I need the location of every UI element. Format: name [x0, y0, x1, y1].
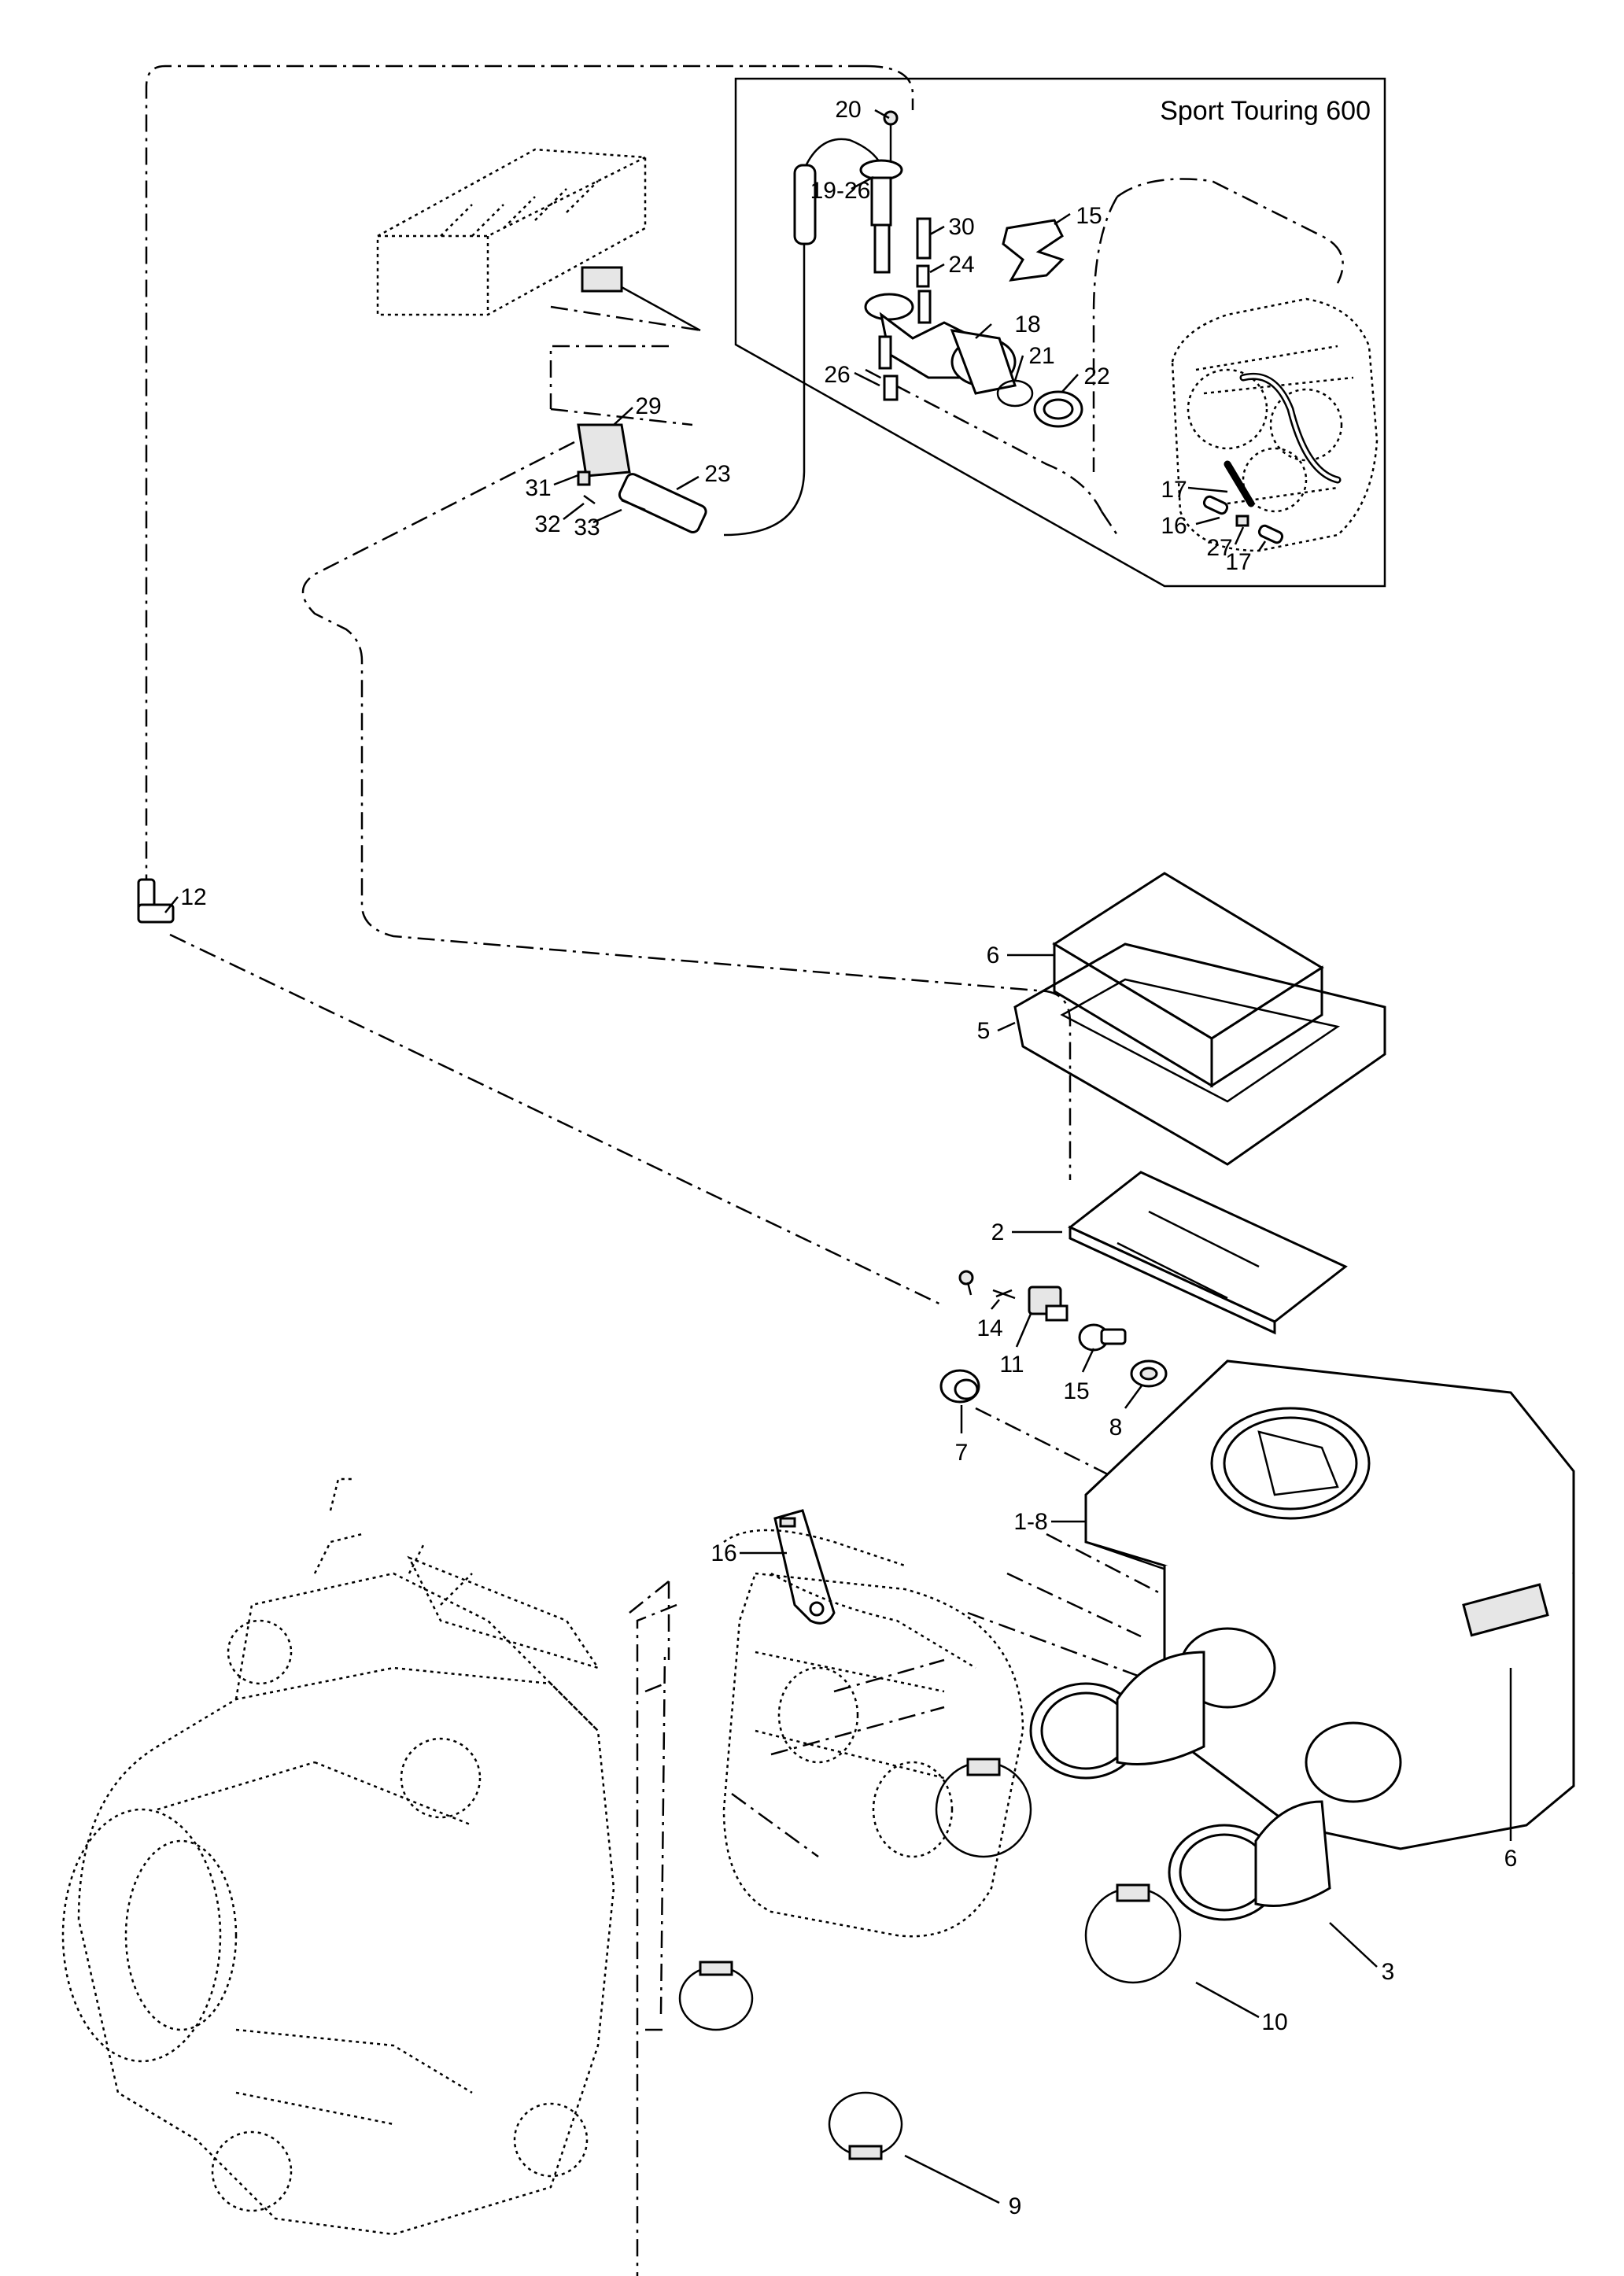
clamp-9-lower [828, 2091, 903, 2160]
callout-12: 12 [180, 884, 206, 910]
inset-title: Sport Touring 600 [1160, 96, 1371, 126]
airbox-label-6 [1462, 1583, 1549, 1637]
callout-32: 33 [574, 515, 600, 540]
callout-16: 16 [710, 1540, 736, 1566]
callout-8: 8 [1109, 1415, 1123, 1440]
callout-17a: 16 [1161, 513, 1187, 539]
clamp-10-upper [935, 1758, 1032, 1858]
solenoid-20 [618, 473, 707, 533]
clamp-10-lower [1084, 1883, 1182, 1984]
sensor-11 [1028, 1286, 1069, 1322]
inset-border [734, 77, 1386, 588]
callout-14: 15 [1076, 203, 1102, 229]
boot-3-upper [1029, 1651, 1205, 1780]
callout-1-8: 1-8 [1013, 1509, 1047, 1535]
callout-7: 7 [955, 1440, 969, 1466]
filter-5 [1052, 872, 1324, 1088]
clip-30 [577, 470, 591, 486]
boot-3-lower [1168, 1800, 1331, 1921]
callout-26: 26 [824, 362, 850, 388]
inset-panel: Sport Touring 600 [734, 77, 1386, 588]
nut-33 [958, 1270, 974, 1286]
inset-engine [1171, 297, 1379, 552]
strap-16 [773, 1509, 836, 1625]
callout-10: 10 [1261, 2009, 1287, 2035]
callout-21: 19-26 [810, 178, 871, 204]
guide-lines [145, 65, 1344, 2276]
callout-18: 17 [1161, 477, 1187, 503]
cap-24 [1033, 390, 1083, 428]
callout-24: 22 [1083, 363, 1109, 389]
callout-9: 9 [1009, 2193, 1022, 2219]
callout-15: 15 [1063, 1378, 1089, 1404]
leader-lines [164, 109, 1512, 2204]
valve-assembly-19-26 [864, 290, 1017, 395]
callout-29: 29 [635, 393, 661, 419]
callout-13: 14 [976, 1315, 1002, 1341]
inset-hose-17a [1202, 495, 1229, 515]
carburetors-ghost [722, 1529, 1024, 1938]
callout-2: 2 [991, 1219, 1005, 1245]
airbox-1-8 [1084, 1359, 1575, 1850]
screw-22 [883, 110, 899, 165]
cable-21-20 [723, 244, 806, 537]
callout-5: 6 [987, 942, 1000, 968]
frame-4 [1013, 942, 1386, 1166]
callout-4: 5 [977, 1018, 991, 1044]
grommet-8 [1130, 1359, 1168, 1388]
pin-32 [621, 499, 646, 511]
callout-6: 6 [1504, 1846, 1518, 1872]
clamp-9-upper [678, 1961, 754, 2031]
inset-tee-27 [1235, 515, 1249, 527]
callout-11: 11 [999, 1352, 1024, 1378]
callout-labels: 20 19-26 30 15 24 18 21 22 26 17 16 27 1… [180, 97, 1517, 2219]
elbow-12 [137, 878, 175, 924]
engine-ghost [61, 1477, 615, 2236]
callout-28: 30 [948, 214, 974, 240]
inset-hose-17b [1257, 524, 1284, 544]
solenoid-assembly [577, 423, 707, 533]
callout-20: 23 [704, 461, 730, 487]
fitting-25 [916, 264, 930, 288]
connector-29 [577, 423, 631, 478]
grommet-7 [939, 1369, 980, 1404]
pin-28 [916, 217, 932, 260]
plate-2 [1068, 1171, 1348, 1335]
clip-14 [1002, 219, 1065, 282]
callout-25: 24 [948, 252, 974, 278]
callout-31: 32 [534, 511, 560, 537]
sensor-21 [793, 138, 903, 274]
callout-17b: 17 [1225, 549, 1251, 575]
callout-3: 3 [1382, 1959, 1395, 1985]
callout-23: 21 [1028, 343, 1054, 369]
callout-30: 31 [525, 475, 551, 501]
fitting-26 [883, 374, 899, 401]
callout-27: 27 [1206, 535, 1232, 561]
screw-13 [992, 1289, 1016, 1300]
callout-19-26: 18 [1014, 312, 1040, 338]
connector-ghost [581, 266, 623, 293]
valve-15 [1078, 1323, 1127, 1352]
airbox-ghost-top [376, 148, 701, 332]
callout-22: 20 [835, 97, 861, 123]
pin-31 [583, 494, 596, 505]
